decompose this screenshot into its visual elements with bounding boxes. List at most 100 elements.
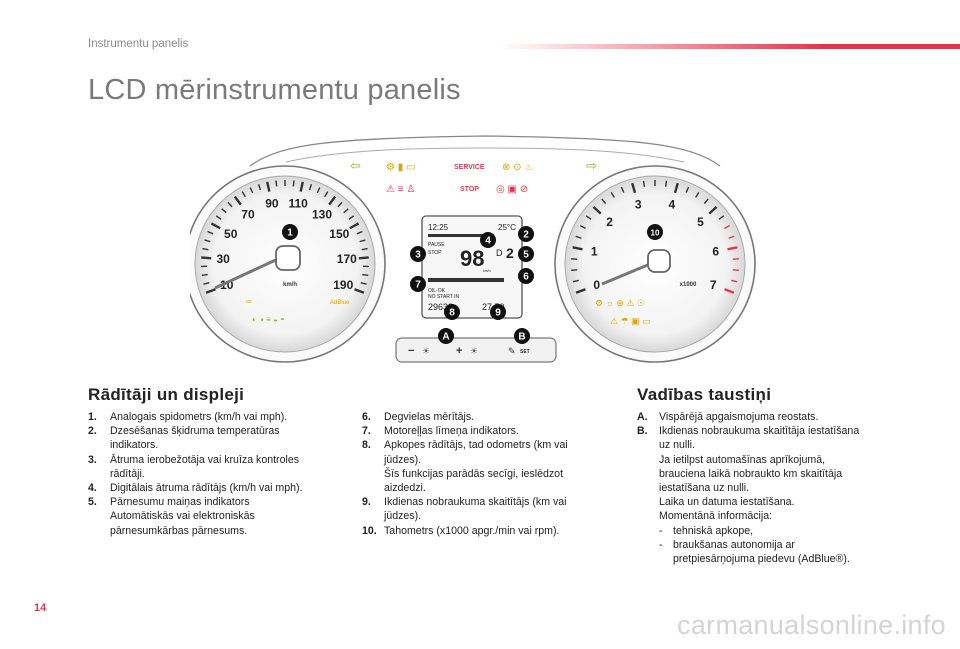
dial-tick	[572, 246, 583, 251]
rpm-unit-label: x1000	[680, 282, 697, 288]
callout-circle	[647, 224, 663, 240]
lcd-temp: 25°C	[498, 223, 516, 232]
left-list: 1.Analogais spidometrs (km/h vai mph).2.…	[88, 410, 348, 538]
callout-label: A	[442, 332, 449, 343]
list-item-text: Šīs funkcijas parādās secīgi, ieslēdzot	[384, 467, 564, 480]
list-item: rādītāji.	[88, 467, 348, 481]
dash-marker: -	[659, 524, 663, 537]
list-item: jūdzes).	[362, 509, 612, 523]
list-item: 9.Ikdienas nobraukuma skaitītājs (km vai	[362, 495, 612, 509]
list-item: 7.Motoreļļas līmeņa indikators.	[362, 424, 612, 438]
tacho-warning-icons-row1: ⚙ ☼ ⊕ ⚠ ☉	[595, 298, 645, 308]
left-heading: Rādītāji un displeji	[88, 385, 245, 404]
turn-left-icon: ⇦	[350, 158, 361, 173]
watermark: carmanualsonline.info	[677, 610, 946, 640]
list-item-text: pārnesumkārbas pārnesums.	[110, 524, 248, 537]
dial-label: 190	[333, 278, 353, 292]
dial-label: 110	[288, 196, 308, 210]
dial-tick	[343, 208, 349, 214]
dial-label: 6	[712, 245, 719, 259]
list-item-text: indikators.	[110, 439, 159, 452]
callout-label: 1	[287, 228, 293, 239]
wrench-icon: ✎	[508, 346, 516, 356]
list-item-number: 9.	[362, 496, 371, 509]
dial-label: 5	[697, 215, 704, 229]
service-warning: SERVICE	[454, 164, 485, 171]
callout-circle	[518, 246, 534, 262]
list-item: Automātiskās vai elektroniskās	[88, 509, 348, 523]
list-item-number: A.	[637, 411, 648, 423]
dial-tick	[708, 205, 718, 215]
cluster-hood	[249, 135, 721, 167]
dial-tick	[299, 181, 304, 192]
dimmer-minus-button[interactable]: −	[408, 345, 414, 357]
dash-list-item: -tehniskā apkope,	[637, 524, 897, 538]
list-item-text: Laika un datuma iestatīšana.	[659, 496, 795, 509]
dimmer-sun-icon-2: ☀	[470, 346, 478, 356]
list-item-text: Ikdienas nobraukuma skaitītāja iestatīša…	[659, 425, 860, 438]
list-item: indikators.	[88, 438, 348, 452]
list-item-number: 2.	[88, 425, 97, 438]
set-button[interactable]: SET	[520, 349, 530, 355]
callout-label: 8	[449, 308, 455, 319]
list-item-text: Pārnesumu maiņas indikators	[110, 496, 250, 509]
dial-tick	[227, 201, 233, 208]
list-item-text: Automātiskās vai elektroniskās	[110, 510, 255, 523]
dial-tick	[337, 201, 343, 208]
lcd-no-start: NO START IN	[428, 294, 460, 300]
dial-tick	[292, 180, 295, 187]
dial-tick	[631, 182, 637, 194]
list-item: pārnesumkārbas pārnesums.	[88, 524, 348, 538]
list-item-text: jūdzes).	[384, 510, 422, 523]
lcd-stop-text: STOP	[428, 250, 442, 256]
callout-circle	[480, 232, 496, 248]
list-item: 3.Ātruma ierobežotāja vai kruīza kontrol…	[88, 453, 348, 467]
callout-circle	[438, 328, 454, 344]
list-item-number: 3.	[88, 453, 97, 466]
callout-circle	[514, 328, 530, 344]
dial-tick	[275, 180, 278, 187]
dial-tick	[718, 215, 725, 220]
seatbelt-warning-icon: ∞	[246, 297, 252, 306]
dial-tick	[349, 222, 360, 230]
dial-tick	[724, 288, 735, 294]
list-item: iestatīšana uz nulli.	[637, 481, 897, 495]
list-item: Laika un datuma iestatīšana.	[637, 495, 897, 509]
list-item-text: Degvielas mērītājs.	[384, 411, 475, 423]
dial-tick	[361, 247, 368, 251]
list-item-text: Analogais spidometrs (km/h vai mph).	[110, 411, 288, 423]
dial-tick	[572, 279, 579, 283]
callout-label: 2	[523, 230, 529, 241]
lights-indicator-icons: ◐ ◑ ≡ ◒ ◓	[252, 315, 285, 324]
list-item-text: iestatīšana uz nulli.	[659, 482, 750, 495]
dial-tick	[201, 273, 208, 277]
dial-label: 3	[635, 197, 642, 211]
list-item-text: uz nulli.	[659, 439, 695, 452]
list-item: 8.Apkopes rādītājs, tad odometrs (km vai	[362, 438, 612, 452]
list-item: 2. Dzesēšanas šķidruma temperatūras	[88, 424, 348, 438]
dial-tick	[724, 225, 731, 230]
dimmer-plus-button[interactable]: +	[456, 345, 462, 357]
list-item-number: 7.	[362, 425, 371, 438]
list-item-number: 8.	[362, 439, 371, 452]
dial-tick	[592, 205, 602, 215]
dial-tick	[359, 239, 366, 243]
dial-tick	[695, 191, 700, 198]
list-item: uz nulli.	[637, 438, 897, 452]
lcd-display: 12:25 25°C PAUSE STOP 98 km/h D 2 OIL-OK…	[421, 215, 523, 319]
lcd-gear: 2	[506, 245, 514, 261]
list-item-text: Dzesēšanas šķidruma temperatūras	[110, 425, 280, 438]
header-accent-bar	[500, 44, 960, 49]
lcd-speed-unit: km/h	[483, 269, 491, 273]
list-item: jūdzes).	[362, 453, 612, 467]
list-item-number: B.	[637, 425, 648, 438]
list-item: aizdedzi.	[362, 481, 612, 495]
speed-unit-label: km/h	[283, 282, 297, 288]
adblue-warning-icon: AdBlue	[330, 300, 350, 306]
callout-circle	[490, 304, 506, 320]
list-item-number: 5.	[88, 496, 97, 509]
callout-label: B	[518, 332, 525, 343]
list-item: Momentānā informācija:	[637, 509, 897, 523]
list-item-text: Vispārējā apgaismojuma reostats.	[659, 411, 819, 423]
